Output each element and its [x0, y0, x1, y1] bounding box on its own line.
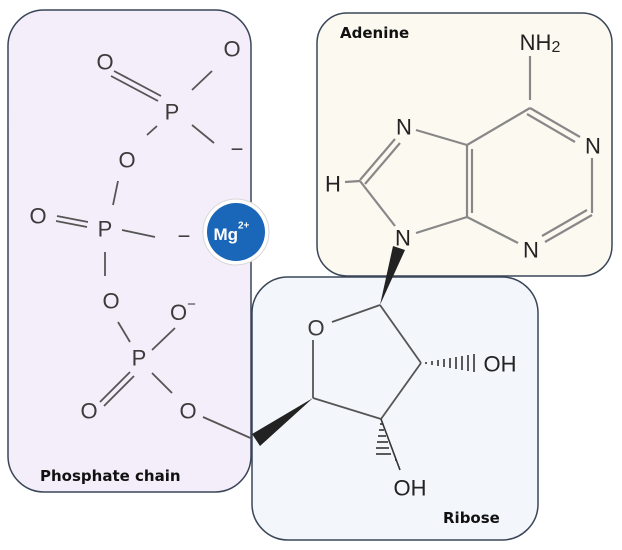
wedge-bond	[380, 246, 405, 305]
charge-dash: −	[231, 137, 244, 162]
atom-o: O	[179, 399, 196, 424]
ribose-label: Ribose	[443, 509, 500, 527]
atom-p: P	[165, 100, 180, 125]
atom-nh2: NH2	[520, 30, 561, 56]
atom-oh: OH	[484, 352, 517, 377]
atom-n7: N	[396, 115, 412, 140]
ribose-box	[251, 276, 539, 541]
atom-o: O	[96, 50, 113, 75]
atom-n1: N	[585, 134, 601, 159]
atom-o: O	[223, 37, 240, 62]
charge-dash: −	[178, 224, 191, 249]
atom-o: O	[307, 316, 324, 341]
adenine-label: Adenine	[340, 24, 409, 42]
atom-p: P	[98, 217, 113, 242]
ion-symbol: Mg	[213, 225, 238, 244]
adenine-group: NH2 N N H N N Adenine	[316, 12, 613, 277]
atom-o: O	[80, 399, 97, 424]
atom-n3: N	[523, 238, 539, 263]
ion-charge: 2+	[238, 221, 250, 232]
atom-o-minus: O−	[170, 296, 196, 325]
atom-h: H	[325, 172, 341, 197]
atom-o: O	[29, 204, 46, 229]
phosphate-chain-label: Phosphate chain	[40, 467, 181, 485]
magnesium-ion: Mg 2+	[202, 198, 270, 266]
ribose-group: O OH OH Ribose	[251, 246, 539, 541]
hashed-bond	[425, 354, 475, 372]
hashed-bond	[376, 423, 396, 461]
atom-p: P	[132, 346, 147, 371]
wedge-bond	[252, 398, 313, 446]
phosphate-chain-group: O O P − O O P − O O− P O O Phosphate cha…	[7, 9, 256, 493]
atom-n9: N	[395, 226, 411, 251]
atom-oh: OH	[394, 476, 427, 501]
atom-o: O	[102, 289, 119, 314]
atom-o: O	[118, 148, 135, 173]
svg-text:Mg: Mg	[213, 225, 238, 244]
